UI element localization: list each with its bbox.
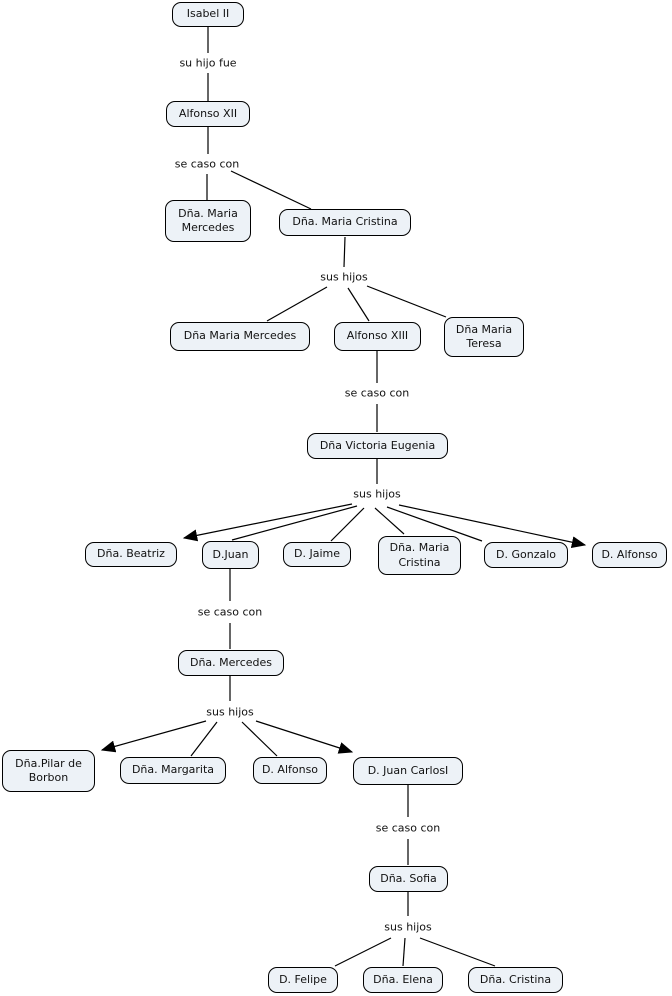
node-isabel-ii[interactable]: Isabel II — [172, 2, 244, 27]
node-dna-pilar-de-borbon[interactable]: Dña.Pilar de Borbon — [2, 750, 95, 792]
edge-line — [366, 285, 447, 318]
node-alfonso-xiii[interactable]: Alfonso XIII — [334, 322, 421, 351]
edge-arrow-line — [398, 504, 587, 549]
edge-line — [419, 937, 496, 967]
node-dna-maria-mercedes-child[interactable]: Dña Maria Mercedes — [170, 322, 310, 351]
node-dna-maria-mercedes-wife[interactable]: Dña. Maria Mercedes — [165, 200, 251, 242]
edge-arrow-line — [100, 720, 207, 753]
linking-phrase-se-caso-con-1[interactable]: se caso con — [171, 157, 243, 171]
edge-line — [347, 287, 370, 322]
edge-line — [374, 507, 405, 535]
edge-arrow-line — [182, 503, 353, 542]
node-dna-beatriz[interactable]: Dña. Beatriz — [85, 542, 177, 567]
edge-arrow-line — [255, 720, 354, 754]
node-d-juan[interactable]: D.Juan — [202, 541, 259, 569]
linking-phrase-su-hijo-fue[interactable]: su hijo fue — [176, 56, 240, 70]
linking-phrase-se-caso-con-3[interactable]: se caso con — [194, 605, 266, 619]
node-dna-victoria-eugenia[interactable]: Dña Victoria Eugenia — [307, 433, 448, 459]
node-d-jaime[interactable]: D. Jaime — [283, 542, 351, 567]
linking-phrase-sus-hijos-3[interactable]: sus hijos — [203, 705, 257, 719]
linking-phrase-se-caso-con-2[interactable]: se caso con — [341, 386, 413, 400]
edge-line — [386, 506, 483, 542]
edge-line — [334, 937, 392, 967]
edge-line — [231, 505, 358, 541]
edge-line — [241, 721, 278, 757]
node-dna-maria-cristina-wife[interactable]: Dña. Maria Cristina — [279, 209, 411, 236]
edge-line — [330, 507, 365, 542]
edge-line — [402, 937, 406, 967]
node-dna-maria-cristina-child[interactable]: Dña. Maria Cristina — [378, 536, 461, 575]
edge-line — [230, 170, 312, 210]
linking-phrase-sus-hijos-1[interactable]: sus hijos — [317, 270, 371, 284]
node-d-gonzalo[interactable]: D. Gonzalo — [484, 542, 568, 568]
edge-line — [266, 286, 328, 322]
node-dna-mercedes[interactable]: Dña. Mercedes — [178, 650, 284, 676]
node-d-alfonso-son-of-alfonso-xiii[interactable]: D. Alfonso — [592, 542, 667, 568]
node-dna-maria-teresa[interactable]: Dña Maria Teresa — [444, 317, 524, 357]
edge-line — [190, 721, 218, 757]
node-dna-margarita[interactable]: Dña. Margarita — [120, 757, 226, 784]
linking-phrase-sus-hijos-4[interactable]: sus hijos — [381, 920, 435, 934]
node-d-juan-carlos-i[interactable]: D. Juan CarlosI — [353, 757, 463, 785]
node-dna-sofia[interactable]: Dña. Sofia — [369, 866, 448, 892]
edge-line — [343, 236, 346, 268]
node-dna-elena[interactable]: Dña. Elena — [363, 967, 443, 993]
node-d-alfonso-son-of-juan[interactable]: D. Alfonso — [253, 757, 327, 784]
linking-phrase-sus-hijos-2[interactable]: sus hijos — [350, 487, 404, 501]
node-dna-cristina[interactable]: Dña. Cristina — [468, 967, 563, 993]
node-alfonso-xii[interactable]: Alfonso XII — [166, 101, 250, 127]
node-d-felipe[interactable]: D. Felipe — [268, 967, 338, 993]
linking-phrase-se-caso-con-4[interactable]: se caso con — [372, 821, 444, 835]
